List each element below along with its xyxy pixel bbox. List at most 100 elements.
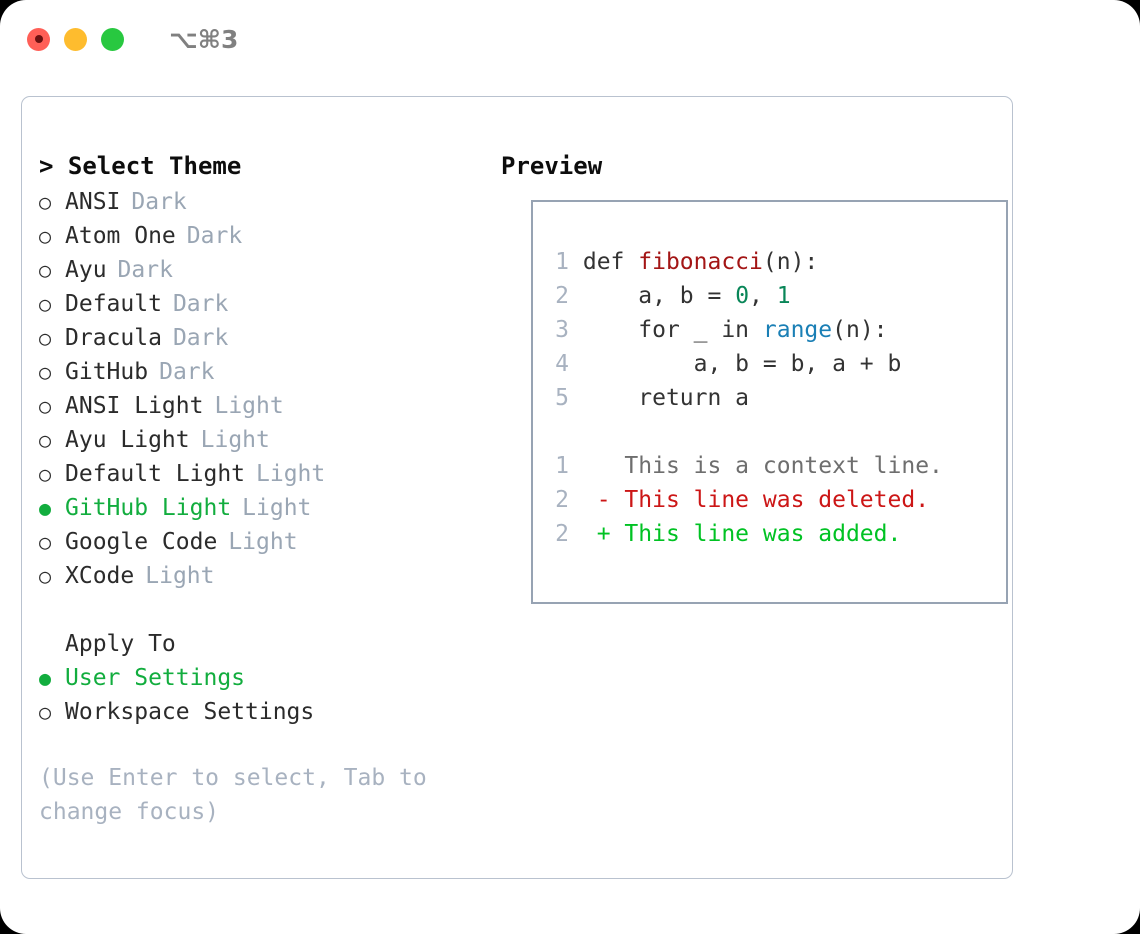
keyboard-shortcut-label: ⌥⌘3 [169, 24, 239, 54]
theme-option-label: Dracula [65, 325, 162, 351]
diff-text: This is a context line. [610, 453, 943, 479]
list-spacer [39, 593, 479, 627]
keyboard-hint-text: (Use Enter to select, Tab to change focu… [39, 765, 427, 825]
code-token: a, b = [582, 283, 736, 309]
line-number: 1 [555, 453, 569, 479]
theme-option-category: Dark [131, 189, 187, 215]
theme-option[interactable]: ○ Dracula Dark [39, 321, 479, 355]
window-controls [27, 27, 124, 51]
diff-marker: - [596, 487, 611, 513]
theme-option-label: Ayu Light [65, 427, 190, 453]
apply-to-option[interactable]: ● User Settings [39, 661, 479, 695]
theme-option[interactable]: ○ Default Dark [39, 287, 479, 321]
apply-to-option[interactable]: ○Workspace Settings [39, 695, 479, 729]
radio-unselected-icon: ○ [39, 258, 52, 282]
code-diff-separator [545, 415, 943, 449]
apply-to-option-label: Workspace Settings [65, 699, 315, 725]
line-number: 5 [555, 385, 569, 411]
theme-option-category: Dark [172, 325, 229, 351]
theme-option-label: Ayu [65, 257, 107, 283]
theme-option-category: Dark [172, 291, 229, 317]
theme-option-category: Dark [117, 257, 173, 283]
theme-option-category: Light [256, 461, 326, 487]
radio-unselected-icon: ○ [39, 564, 52, 588]
title-bar: ⌥⌘3 [0, 0, 1140, 78]
radio-selected-icon: ● [39, 496, 52, 520]
code-line: 3 for _ in range(n): [545, 313, 943, 347]
code-token: def [582, 249, 639, 275]
diff-line: 2 - This line was deleted. [545, 483, 943, 517]
select-theme-heading: > Select Theme [39, 152, 242, 180]
line-number: 1 [555, 249, 569, 275]
theme-option-category: Dark [186, 223, 243, 249]
theme-option[interactable]: ○ Ayu Light Light [39, 423, 479, 457]
diff-line: 2 + This line was added. [545, 517, 943, 551]
theme-option[interactable]: ○ Google Code Light [39, 525, 479, 559]
theme-option[interactable]: ○ ANSI Light Light [39, 389, 479, 423]
diff-marker [597, 453, 611, 479]
theme-option[interactable]: ○ Ayu Dark [39, 253, 479, 287]
apply-to-option-label: User Settings [65, 665, 246, 691]
line-number: 2 [555, 521, 569, 547]
code-token: fibonacci [638, 249, 763, 275]
apply-to-option-list[interactable]: ● User Settings ○Workspace Settings [39, 661, 479, 729]
diff-text: This line was deleted. [610, 487, 930, 513]
code-token: a, b = b, a + b [582, 351, 902, 377]
radio-unselected-icon: ○ [39, 394, 52, 418]
theme-option-label: GitHub [65, 359, 149, 385]
theme-option-label: Google Code [65, 529, 218, 555]
code-line: 2 a, b = 0, 1 [545, 279, 943, 313]
theme-option-label: ANSI [65, 189, 121, 215]
radio-selected-icon: ● [39, 666, 52, 690]
theme-option-label: Atom One [65, 223, 176, 249]
diff-text: This line was added. [610, 521, 902, 547]
close-button[interactable] [27, 27, 50, 51]
code-line: 4 a, b = b, a + b [545, 347, 943, 381]
theme-option[interactable]: ○ XCode Light [39, 559, 479, 593]
code-token: range [762, 317, 833, 343]
theme-option-category: Light [145, 563, 215, 589]
code-token: return a [582, 385, 750, 411]
theme-option-label: Default [65, 291, 162, 317]
radio-unselected-icon: ○ [39, 190, 52, 214]
theme-option[interactable]: ○ ANSI Dark [39, 185, 479, 219]
diff-line: 1 This is a context line. [545, 449, 943, 483]
theme-option-category: Light [242, 495, 312, 521]
code-token: (n): [762, 249, 819, 275]
diff-marker: + [596, 521, 611, 547]
code-token: , [749, 283, 777, 309]
theme-option-category: Light [214, 393, 284, 419]
radio-unselected-icon: ○ [39, 292, 52, 316]
code-token: (n): [832, 317, 888, 343]
minimize-button[interactable] [64, 27, 87, 51]
theme-option-category: Dark [159, 359, 215, 385]
code-token: for _ in [582, 317, 763, 343]
radio-unselected-icon: ○ [39, 462, 52, 486]
code-token: 0 [735, 283, 750, 309]
code-token: 1 [776, 283, 791, 309]
radio-unselected-icon: ○ [39, 428, 52, 452]
theme-option-label: ANSI Light [65, 393, 204, 419]
code-line: 5 return a [545, 381, 943, 415]
line-number: 2 [555, 487, 569, 513]
theme-option-category: Light [200, 427, 270, 453]
apply-to-heading: Apply To [65, 631, 176, 657]
preview-panel: Preview 1 def fibonacci(n):2 a, b = 0, 1… [501, 151, 1008, 604]
theme-option-category: Light [228, 529, 298, 555]
radio-unselected-icon: ○ [39, 326, 52, 350]
code-line: 1 def fibonacci(n): [545, 245, 943, 279]
maximize-button[interactable] [101, 27, 124, 51]
radio-unselected-icon: ○ [39, 530, 52, 554]
line-number: 2 [555, 283, 569, 309]
theme-option-label: XCode [65, 563, 135, 589]
line-number: 3 [555, 317, 569, 343]
